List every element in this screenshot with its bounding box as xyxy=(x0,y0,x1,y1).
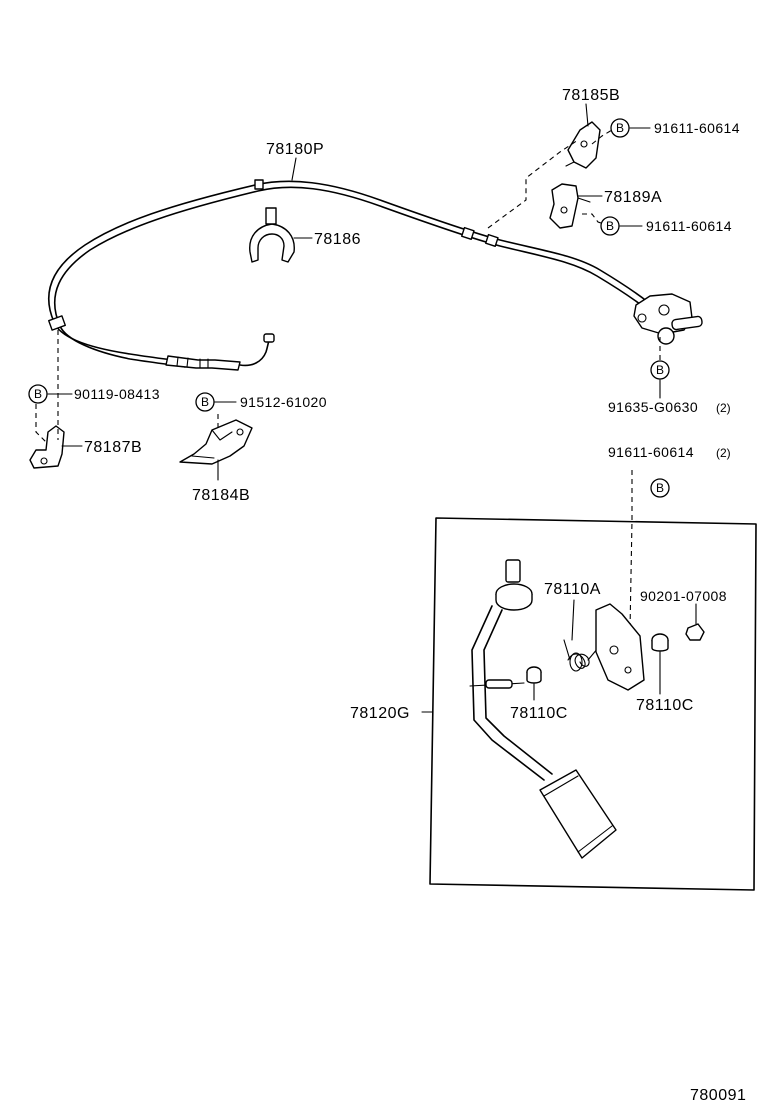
label-91611-60614-b: 91611-60614 xyxy=(646,218,732,234)
svg-text:B: B xyxy=(201,395,209,409)
label-91611-60614-a: 91611-60614 xyxy=(654,120,740,136)
cable-end-fitting xyxy=(633,293,703,345)
svg-text:B: B xyxy=(34,387,42,401)
label-91611-60614-c: 91611-60614 xyxy=(608,444,694,460)
pedal-lever-78120G xyxy=(469,559,617,859)
svg-text:B: B xyxy=(656,481,664,495)
clip-78186 xyxy=(249,207,295,263)
label-78110A: 78110A xyxy=(544,581,601,598)
label-78110C-left: 78110C xyxy=(510,705,568,722)
bracket-78185B xyxy=(565,121,601,169)
bracket-78187B xyxy=(29,425,65,469)
svg-text:B: B xyxy=(616,121,624,135)
bracket-78184B xyxy=(179,419,253,465)
label-91611-c-qty: (2) xyxy=(716,446,731,460)
label-90119-08413: 90119-08413 xyxy=(74,386,160,402)
bushing-78110C-right xyxy=(651,633,669,652)
label-78185B: 78185B xyxy=(562,87,620,104)
bolt-marker-b-2: B xyxy=(600,216,620,236)
bolt-marker-b-3: B xyxy=(28,384,48,404)
bolt-marker-b-6: B xyxy=(650,478,670,498)
label-78189A: 78189A xyxy=(604,189,662,206)
bushing-78110C-left xyxy=(526,666,542,684)
bolt-marker-b-1: B xyxy=(610,118,630,138)
pedal-bracket xyxy=(595,603,645,691)
bolt-marker-b-5: B xyxy=(650,360,670,380)
spring-78110A xyxy=(563,639,599,672)
bracket-78189A xyxy=(549,183,591,229)
accelerator-cable xyxy=(47,179,649,371)
svg-text:B: B xyxy=(656,363,664,377)
label-91635-G0630: 91635-G0630 xyxy=(608,399,698,415)
bolt-marker-b-4: B xyxy=(195,392,215,412)
diagram-id: 780091 xyxy=(690,1087,746,1104)
label-78180P: 78180P xyxy=(266,141,324,158)
label-78110C-right: 78110C xyxy=(636,697,694,714)
label-78120G: 78120G xyxy=(350,705,410,722)
label-91635-qty: (2) xyxy=(716,401,731,415)
svg-text:B: B xyxy=(606,219,614,233)
pedal-assembly-box xyxy=(429,517,757,891)
label-78186: 78186 xyxy=(314,231,361,248)
nut-90201-07008 xyxy=(685,623,705,641)
label-91512-61020: 91512-61020 xyxy=(240,394,327,410)
label-90201-07008: 90201-07008 xyxy=(640,588,727,604)
label-78187B: 78187B xyxy=(84,439,142,456)
label-78184B: 78184B xyxy=(192,487,250,504)
leader-lines xyxy=(47,103,661,447)
